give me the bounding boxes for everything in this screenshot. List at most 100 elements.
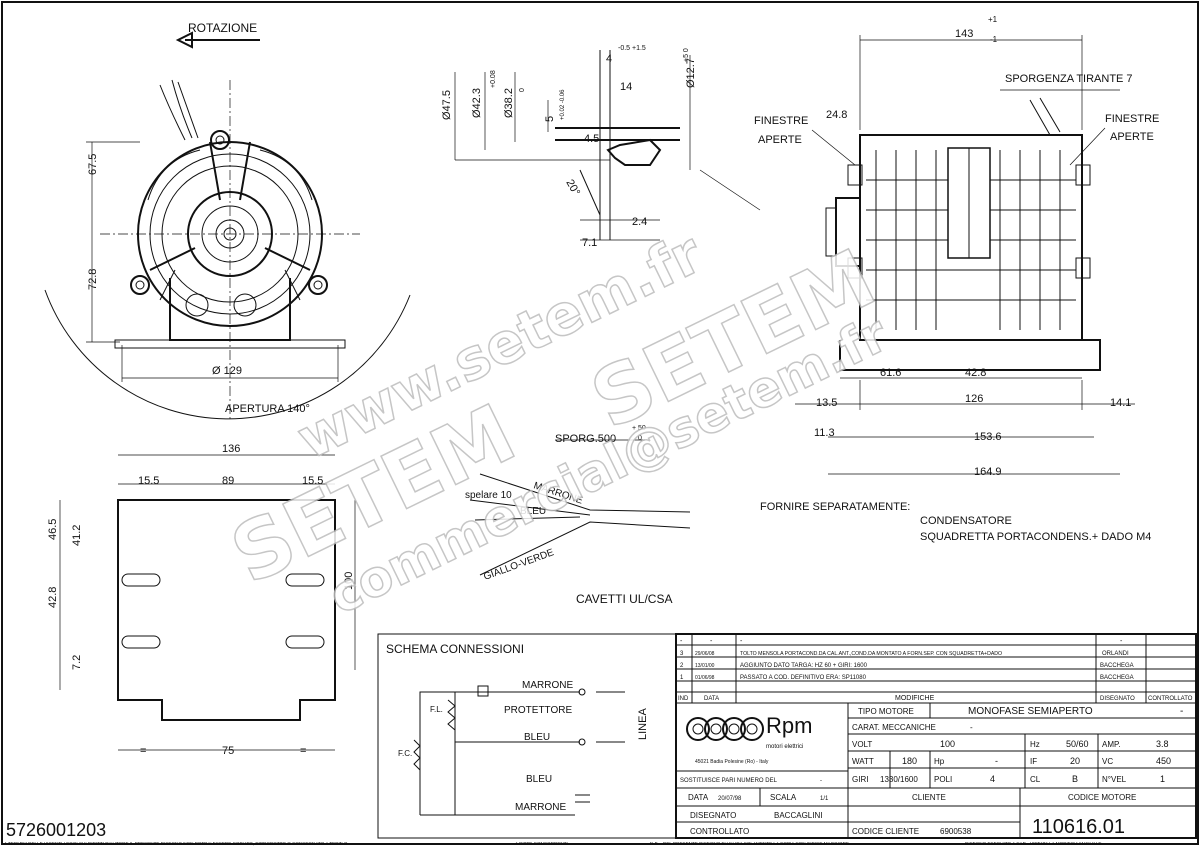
svg-text:Hz: Hz (1030, 740, 1040, 749)
svg-text:CONTROLLATO: CONTROLLATO (1148, 696, 1193, 702)
svg-text:FINESTRE: FINESTRE (1105, 113, 1159, 125)
svg-text:-0.5 +1.5: -0.5 +1.5 (618, 45, 646, 52)
dim-126: 126 (965, 393, 983, 405)
diameter-129: Ø 129 (212, 365, 242, 377)
svg-text:BLEU: BLEU (520, 506, 546, 517)
svg-text:BLEU: BLEU (526, 774, 552, 785)
dim-2-4: 2.4 (632, 216, 647, 228)
dim-143: 143 (955, 28, 973, 40)
side-view: 143 +1 -1 SPORGENZA TIRANTE 7 FINESTRE A… (754, 15, 1159, 478)
dim-153-6: 153.6 (974, 431, 1002, 443)
dim-7-1: 7.1 (582, 237, 597, 249)
svg-text:-: - (710, 638, 713, 645)
svg-text:N.B. - DEL PRESENTE DISEGNO E': N.B. - DEL PRESENTE DISEGNO E' VALIDA SO… (650, 841, 850, 846)
svg-text:=: = (300, 745, 306, 757)
sporg-500: SPORG.500 (555, 433, 616, 445)
svg-text:46.5: 46.5 (47, 519, 59, 540)
svg-text:7.2: 7.2 (71, 655, 83, 670)
rotation-arrow-icon (175, 31, 260, 49)
dim-164-9: 164.9 (974, 466, 1002, 478)
svg-text:89: 89 (222, 475, 234, 487)
rotation-label: ROTAZIONE (188, 21, 257, 35)
svg-text:AGGIUNTO DATO TARGA: HZ 60 + G: AGGIUNTO DATO TARGA: HZ 60 + GIRI: 1600 (740, 663, 868, 669)
svg-text:180: 180 (902, 756, 917, 766)
svg-text:+ 50: + 50 (632, 425, 646, 432)
svg-text:50/60: 50/60 (1066, 739, 1089, 749)
svg-text:-: - (680, 638, 683, 645)
svg-text:45021 Badia Polesine (Ro) - It: 45021 Badia Polesine (Ro) - Italy (695, 759, 769, 765)
dim-61-6: 61.6 (880, 367, 901, 379)
dim-14-1: 14.1 (1110, 397, 1131, 409)
svg-text:-: - (820, 778, 822, 784)
svg-text:MARRONE: MARRONE (515, 802, 566, 813)
svg-text:DISEGNATO: DISEGNATO (1100, 696, 1135, 702)
motor-housing (137, 141, 323, 327)
svg-text:BACCHEGA: BACCHEGA (1100, 663, 1134, 669)
svg-text:VC: VC (1102, 757, 1113, 766)
svg-text:2: 2 (680, 663, 684, 669)
supply-separately: FORNIRE SEPARATAMENTE: CONDENSATORE SQUA… (760, 501, 1151, 543)
svg-text:TOLTO MENSOLA PORTACOND.DA CAL: TOLTO MENSOLA PORTACOND.DA CAL.ANT.,COND… (740, 651, 1002, 657)
svg-text:+1: +1 (988, 15, 998, 24)
svg-text:+0.08: +0.08 (490, 70, 497, 88)
svg-text:+5 0: +5 0 (683, 48, 690, 62)
dim-d12-7: Ø12.7 (685, 58, 697, 88)
svg-text:13/01/00: 13/01/00 (695, 663, 715, 669)
svg-text:450: 450 (1156, 756, 1171, 766)
svg-text:IND: IND (678, 696, 689, 702)
svg-text:A DITTE CONCORRENTI.: A DITTE CONCORRENTI. (515, 841, 569, 846)
svg-text:motori elettrici: motori elettrici (766, 744, 803, 750)
svg-text:1330/1600: 1330/1600 (880, 775, 918, 784)
svg-text:CL: CL (1030, 775, 1041, 784)
svg-text:LINEA: LINEA (637, 708, 649, 740)
svg-text:6900538: 6900538 (940, 827, 972, 836)
connection-schema: SCHEMA CONNESSIONI MARRONE PROTETTORE BL… (377, 633, 677, 839)
svg-text:+0.02 -0.06: +0.02 -0.06 (560, 89, 566, 120)
cables-title: CAVETTI UL/CSA (576, 592, 672, 606)
svg-text:20: 20 (1070, 756, 1080, 766)
svg-text:CODICE MOTORE: CODICE MOTORE (1068, 793, 1136, 802)
svg-text:41.2: 41.2 (71, 525, 83, 546)
svg-text:F.L.: F.L. (430, 705, 443, 714)
svg-text:TIPO MOTORE: TIPO MOTORE (858, 707, 914, 716)
svg-text:SCALA: SCALA (770, 793, 797, 802)
drawing-number: 5726001203 (6, 820, 106, 840)
svg-text:1: 1 (1160, 774, 1165, 784)
svg-text:15.5: 15.5 (138, 475, 159, 487)
dim-13-5: 13.5 (816, 397, 837, 409)
sporgenza-label: SPORGENZA TIRANTE 7 (1005, 73, 1133, 85)
svg-text:1: 1 (680, 675, 684, 681)
rpm-logo (686, 717, 764, 741)
svg-text:BACCAGLINI: BACCAGLINI (774, 811, 822, 820)
dim-136: 136 (222, 443, 240, 455)
schema-title: SCHEMA CONNESSIONI (386, 642, 524, 656)
svg-text:WATT: WATT (852, 757, 874, 766)
motor-type: MONOFASE SEMIAPERTO (968, 706, 1093, 717)
svg-text:29/06/08: 29/06/08 (695, 651, 715, 657)
dim-5: 5 (544, 116, 556, 122)
svg-text:DATA: DATA (704, 696, 719, 702)
svg-text:-: - (1120, 638, 1123, 645)
svg-text:42.8: 42.8 (47, 587, 59, 608)
svg-text:DISEGNO ESEGUITO A CAD - VIETA: DISEGNO ESEGUITO A CAD - VIETATA LA MODI… (965, 841, 1101, 846)
svg-text:CONDENSATORE: CONDENSATORE (920, 515, 1012, 527)
svg-text:-: - (740, 638, 743, 645)
dim-d38-2: Ø38.2 (503, 88, 515, 118)
svg-text:3: 3 (680, 651, 684, 657)
angle-20: 20° (563, 178, 582, 198)
dim-4: 4 (606, 53, 612, 65)
svg-text:3.8: 3.8 (1156, 739, 1169, 749)
svg-text:100: 100 (940, 739, 955, 749)
title-block: - - - - 3 29/06/08 TOLTO MENSOLA PORTACO… (675, 633, 1197, 839)
svg-text:FINESTRE: FINESTRE (754, 115, 808, 127)
svg-text:PROTETTORE: PROTETTORE (504, 705, 572, 716)
svg-text:APERTE: APERTE (758, 134, 802, 146)
svg-text:75: 75 (222, 745, 234, 757)
svg-text:DATA: DATA (688, 793, 709, 802)
base-plate (117, 499, 336, 721)
svg-text:100: 100 (343, 572, 355, 590)
svg-text:SOSTITUISCE PARI NUMERO DEL: SOSTITUISCE PARI NUMERO DEL (680, 778, 778, 784)
shaft-detail: Ø47.5 Ø42.3 +0.08 Ø38.2 0 5 +0.02 -0.06 … (441, 45, 761, 249)
dim-67-5: 67.5 (87, 154, 99, 175)
